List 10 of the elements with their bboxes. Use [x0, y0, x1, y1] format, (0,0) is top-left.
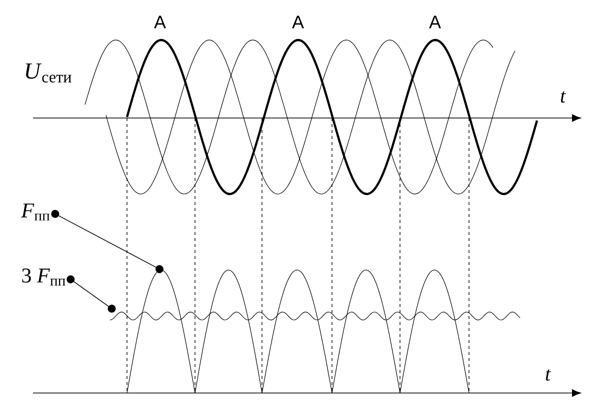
- peak-label: A: [429, 16, 441, 28]
- peak-label: A: [154, 16, 166, 28]
- leader-line: [66, 275, 116, 313]
- axis-label: U$_{сети}$: [26, 64, 72, 82]
- signal-label: F$_{пп}$: [21, 204, 50, 220]
- signal-label: 3 F$_{пп}$: [22, 268, 66, 286]
- leader-line: [51, 210, 164, 274]
- axis-label: t: [546, 369, 551, 381]
- peak-label: A: [292, 16, 304, 28]
- axis-label: t: [560, 91, 566, 103]
